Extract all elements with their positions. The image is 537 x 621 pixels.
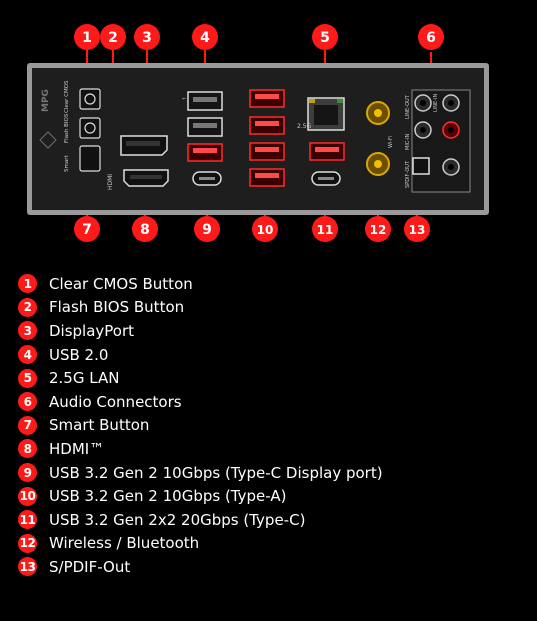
- legend-badge: 4: [18, 345, 37, 365]
- smart-button: Smart: [64, 145, 101, 172]
- legend-badge: 7: [18, 415, 37, 435]
- legend-badge: 12: [18, 533, 37, 553]
- usb-3-2-gen2-typea-left: [187, 143, 223, 162]
- legend-badge: 13: [18, 557, 37, 577]
- svg-text:5: 5: [320, 30, 330, 46]
- legend-badge: 1: [18, 274, 37, 294]
- svg-text:3: 3: [142, 30, 152, 46]
- legend-badge: 9: [18, 463, 37, 483]
- wifi-antenna-connectors: Wi-Fi: [366, 101, 394, 176]
- usb-c-display-port: [192, 171, 222, 186]
- clear-cmos-print: Clear CMOS: [64, 80, 70, 113]
- svg-text:10: 10: [257, 223, 274, 237]
- callout-12: 12: [365, 216, 391, 242]
- svg-text:9: 9: [202, 222, 212, 238]
- callout-9: 9: [194, 216, 220, 242]
- legend-item-12: 12 Wireless / Bluetooth: [18, 532, 528, 556]
- rear-io-panel-diagram: Clear CMOS Flash BIOS Smart MPG HDMI ⭠: [27, 24, 489, 242]
- lan-port: 2.5G: [297, 97, 345, 131]
- flash-bios-print: Flash BIOS: [64, 113, 70, 143]
- legend-item-6: 6 Audio Connectors: [18, 390, 528, 414]
- mic-in-print: MIC-IN: [405, 133, 411, 150]
- callout-7: 7: [74, 216, 100, 242]
- legend-badge: 3: [18, 321, 37, 341]
- legend-item-11: 11 USB 3.2 Gen 2x2 20Gbps (Type-C): [18, 508, 528, 532]
- svg-text:13: 13: [409, 223, 426, 237]
- legend-label: DisplayPort: [49, 321, 135, 340]
- callout-10: 10: [252, 216, 278, 242]
- legend-label: Smart Button: [49, 416, 150, 435]
- line-in-print: LINE-IN: [433, 94, 439, 112]
- legend-badge: 2: [18, 297, 37, 317]
- callout-5: 5: [312, 24, 338, 50]
- legend-item-1: 1 Clear CMOS Button: [18, 272, 528, 296]
- hdmi-port: HDMI: [107, 169, 169, 190]
- callout-3: 3: [134, 24, 160, 50]
- usb-2-0-ports: ⭠: [182, 91, 223, 137]
- legend-item-7: 7 Smart Button: [18, 414, 528, 438]
- dragon-logo-icon: [39, 131, 57, 149]
- legend-label: USB 2.0: [49, 345, 109, 364]
- legend-label: USB 3.2 Gen 2 10Gbps (Type-A): [49, 487, 287, 506]
- spdif-out-print: SPDIF-OUT: [405, 160, 411, 188]
- legend-item-2: 2 Flash BIOS Button: [18, 296, 528, 320]
- legend-label: USB 3.2 Gen 2x2 20Gbps (Type-C): [49, 510, 306, 529]
- legend-item-4: 4 USB 2.0: [18, 343, 528, 367]
- usb-3-2-gen2-typea-right: [309, 142, 345, 161]
- callout-4: 4: [192, 24, 218, 50]
- legend-item-13: 13 S/PDIF-Out: [18, 555, 528, 579]
- legend-label: Audio Connectors: [49, 392, 182, 411]
- flash-bios-button: Flash BIOS: [64, 113, 101, 143]
- svg-text:⭠: ⭠: [182, 96, 186, 102]
- svg-text:11: 11: [317, 223, 334, 237]
- usb-c-20gbps-port: [311, 171, 341, 186]
- line-out-print: LINE-OUT: [405, 94, 411, 119]
- callout-badges: 1 2 3 4 5 6 7 8 9 10 11 12 13: [74, 24, 444, 242]
- legend-item-10: 10 USB 3.2 Gen 2 10Gbps (Type-A): [18, 484, 528, 508]
- legend-item-8: 8 HDMI™: [18, 437, 528, 461]
- callout-6: 6: [418, 24, 444, 50]
- legend-label: HDMI™: [49, 439, 105, 458]
- legend-label: S/PDIF-Out: [49, 557, 131, 576]
- legend-label: Flash BIOS Button: [49, 298, 185, 317]
- hdmi-print: HDMI: [107, 174, 114, 190]
- usb-3-2-gen2-typea-ports: [249, 89, 285, 187]
- legend-item-3: 3 DisplayPort: [18, 319, 528, 343]
- lan-speed-print: 2.5G: [297, 123, 312, 130]
- audio-connectors: LINE-OUT MIC-IN SPDIF-OUT LINE-IN: [405, 89, 471, 193]
- smart-print: Smart: [64, 155, 70, 172]
- legend-label: 2.5G LAN: [49, 369, 120, 388]
- clear-cmos-button: Clear CMOS: [64, 80, 101, 113]
- svg-text:2: 2: [108, 30, 118, 46]
- svg-text:12: 12: [370, 223, 387, 237]
- legend-badge: 10: [18, 486, 37, 506]
- legend-item-5: 5 2.5G LAN: [18, 366, 528, 390]
- svg-text:6: 6: [426, 30, 436, 46]
- brand-logo-text: MPG: [41, 89, 51, 112]
- legend-label: Wireless / Bluetooth: [49, 534, 200, 553]
- callout-11: 11: [312, 216, 338, 242]
- svg-text:7: 7: [82, 222, 92, 238]
- legend-badge: 6: [18, 392, 37, 412]
- legend-badge: 11: [18, 510, 37, 530]
- callout-8: 8: [132, 216, 158, 242]
- legend-label: Clear CMOS Button: [49, 274, 193, 293]
- callout-2: 2: [100, 24, 126, 50]
- callout-1: 1: [74, 24, 100, 50]
- spdif-out-port: [412, 157, 430, 175]
- legend-badge: 5: [18, 368, 37, 388]
- legend-label: USB 3.2 Gen 2 10Gbps (Type-C Display por…: [49, 463, 383, 482]
- svg-text:1: 1: [82, 30, 92, 46]
- displayport-port: [120, 135, 168, 156]
- legend-item-9: 9 USB 3.2 Gen 2 10Gbps (Type-C Display po…: [18, 461, 528, 485]
- wifi-print: Wi-Fi: [388, 136, 394, 148]
- svg-text:4: 4: [200, 30, 210, 46]
- legend-badge: 8: [18, 439, 37, 459]
- svg-text:8: 8: [140, 222, 150, 238]
- callout-13: 13: [404, 216, 430, 242]
